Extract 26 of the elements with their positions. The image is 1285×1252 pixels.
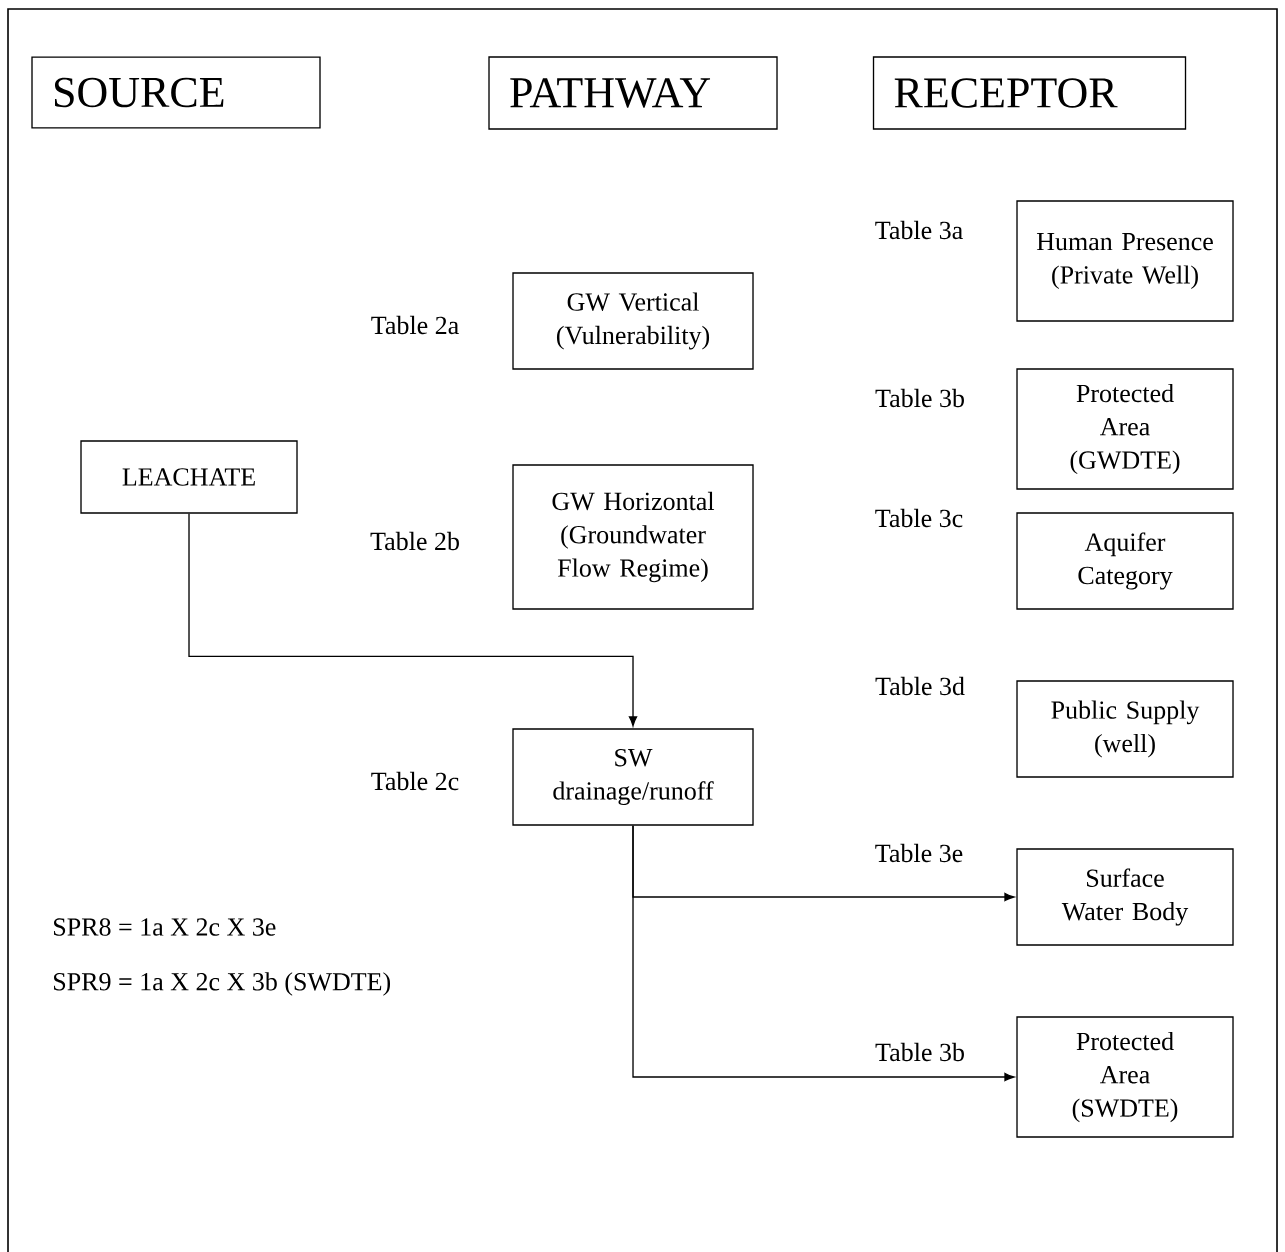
table-label: Table 3a	[875, 220, 963, 240]
arrow	[188, 513, 638, 727]
table-label: Table 3c	[875, 508, 963, 528]
table-label: Table 2c	[371, 771, 459, 791]
table-label: Table 3e	[875, 843, 963, 863]
heading-box: PATHWAY	[488, 56, 778, 130]
process-box: Aquifer Category	[1016, 512, 1234, 610]
process-box: Public Supply (well)	[1016, 680, 1234, 778]
process-box: SW drainage/runoff	[512, 728, 754, 826]
heading-box: SOURCE	[31, 56, 321, 129]
formula-text: SPR8 = 1a X 2c X 3e	[54, 918, 276, 936]
arrow	[632, 825, 1015, 1082]
table-label: Table 3b	[875, 1042, 964, 1062]
table-label: Table 3b	[875, 388, 964, 408]
process-box: Surface Water Body	[1016, 848, 1234, 946]
table-label: Table 2a	[371, 315, 459, 335]
process-box: GW Vertical (Vulnerability)	[512, 272, 754, 370]
heading-box: RECEPTOR	[872, 56, 1187, 130]
process-box: Human Presence (Private Well)	[1016, 200, 1234, 322]
formula-text: SPR9 = 1a X 2c X 3b (SWDTE)	[54, 972, 391, 996]
table-label: Table 2b	[370, 531, 459, 551]
process-box: Protected Area (SWDTE)	[1016, 1016, 1234, 1138]
process-box: LEACHATE	[80, 440, 298, 514]
process-box: GW Horizontal (Groundwater Flow Regime)	[512, 464, 754, 610]
process-box: Protected Area (GWDTE)	[1016, 368, 1234, 490]
table-label: Table 3d	[875, 676, 965, 696]
